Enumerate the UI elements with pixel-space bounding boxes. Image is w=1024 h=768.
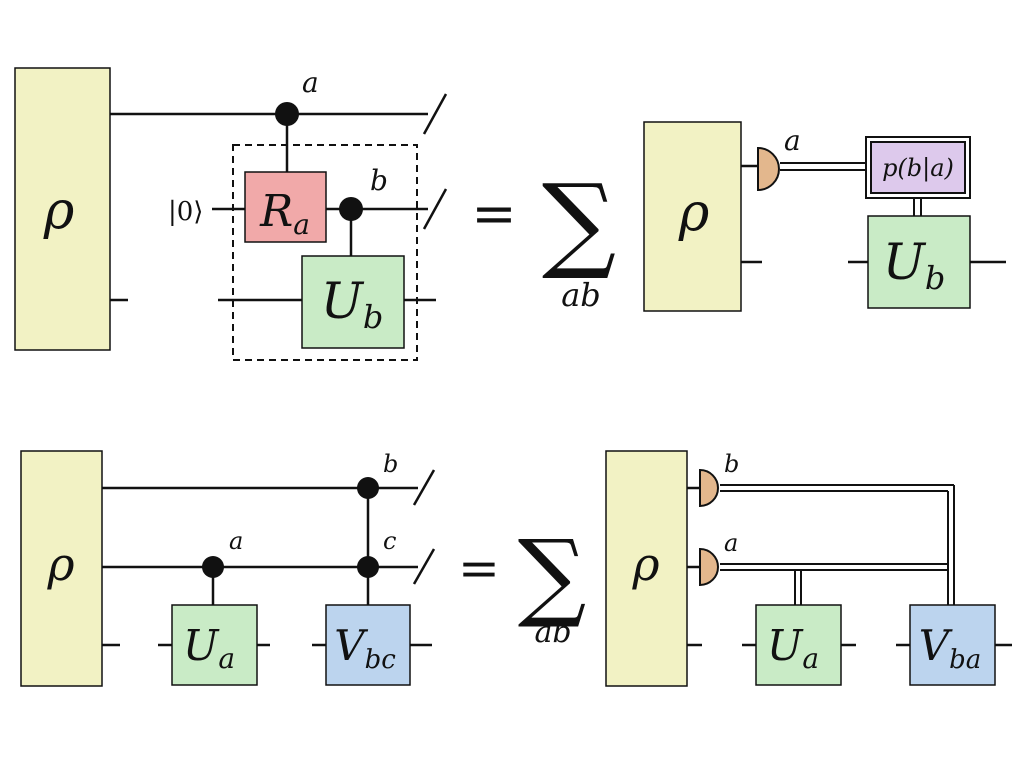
V-gate-label: Vba [919,621,982,675]
rho-label: ρ [678,183,710,243]
rho-state-box [14,67,111,351]
rho-state-box [643,121,742,312]
R-gate-label: Ra [259,186,310,241]
top-left-circuit: ρ Ra Ub a b |0⟩ [14,66,448,361]
wire-slash [422,93,448,135]
U-gate-label: Ua [183,621,235,675]
label-a: a [784,124,801,157]
rho-state-box [20,450,103,687]
label-b: b [370,164,388,197]
U-gate-box [867,215,971,309]
sum-symbol: ∑ [518,519,587,631]
rho-state-box [605,450,688,687]
label-a: a [229,527,243,555]
label-b: b [724,450,739,478]
V-gate-box [325,604,411,686]
equals-sign: = [458,539,500,597]
bottom-right-circuit: = ∑ ab ρ b a Ua Vba [458,450,1012,687]
label-a: a [724,529,738,557]
measurement-meter [699,468,719,508]
measurement-meter [699,547,719,587]
rho-label: ρ [43,181,75,241]
top-right-circuit: = ∑ ab ρ a p(b|a) Ub [471,121,1006,314]
sum-index: ab [561,276,601,314]
U-gate-label: Ub [321,272,384,336]
measurement-meter [757,146,780,192]
wire-slash [412,469,436,506]
control-dot [357,556,379,578]
rho-label: ρ [46,537,74,591]
U-gate-label: Ua [767,621,819,675]
cond-prob-box [870,141,966,194]
wire-slash [422,188,448,230]
wire-slash [412,548,436,585]
sum-index: ab [534,615,571,650]
U-gate-label: Ub [883,233,946,297]
bottom-left-circuit: ρ Ua Vbc a b c [20,450,436,687]
equals-sign: = [471,182,516,245]
V-gate-box [909,604,996,686]
cond-prob-label: p(b|a) [882,154,954,183]
U-gate-box [755,604,842,686]
dashed-region [232,144,418,361]
control-dot [202,556,224,578]
R-gate-box [244,171,327,243]
control-dot [275,102,299,126]
label-c: c [383,527,396,555]
control-dot [339,197,363,221]
control-dot [357,477,379,499]
ancilla-ket: |0⟩ [168,197,203,227]
V-gate-label: Vbc [334,621,396,675]
U-gate-box [301,255,405,349]
label-a: a [302,66,319,99]
rho-label: ρ [631,537,659,591]
label-b: b [383,450,398,478]
sum-symbol: ∑ [542,161,616,283]
U-gate-box [171,604,258,686]
